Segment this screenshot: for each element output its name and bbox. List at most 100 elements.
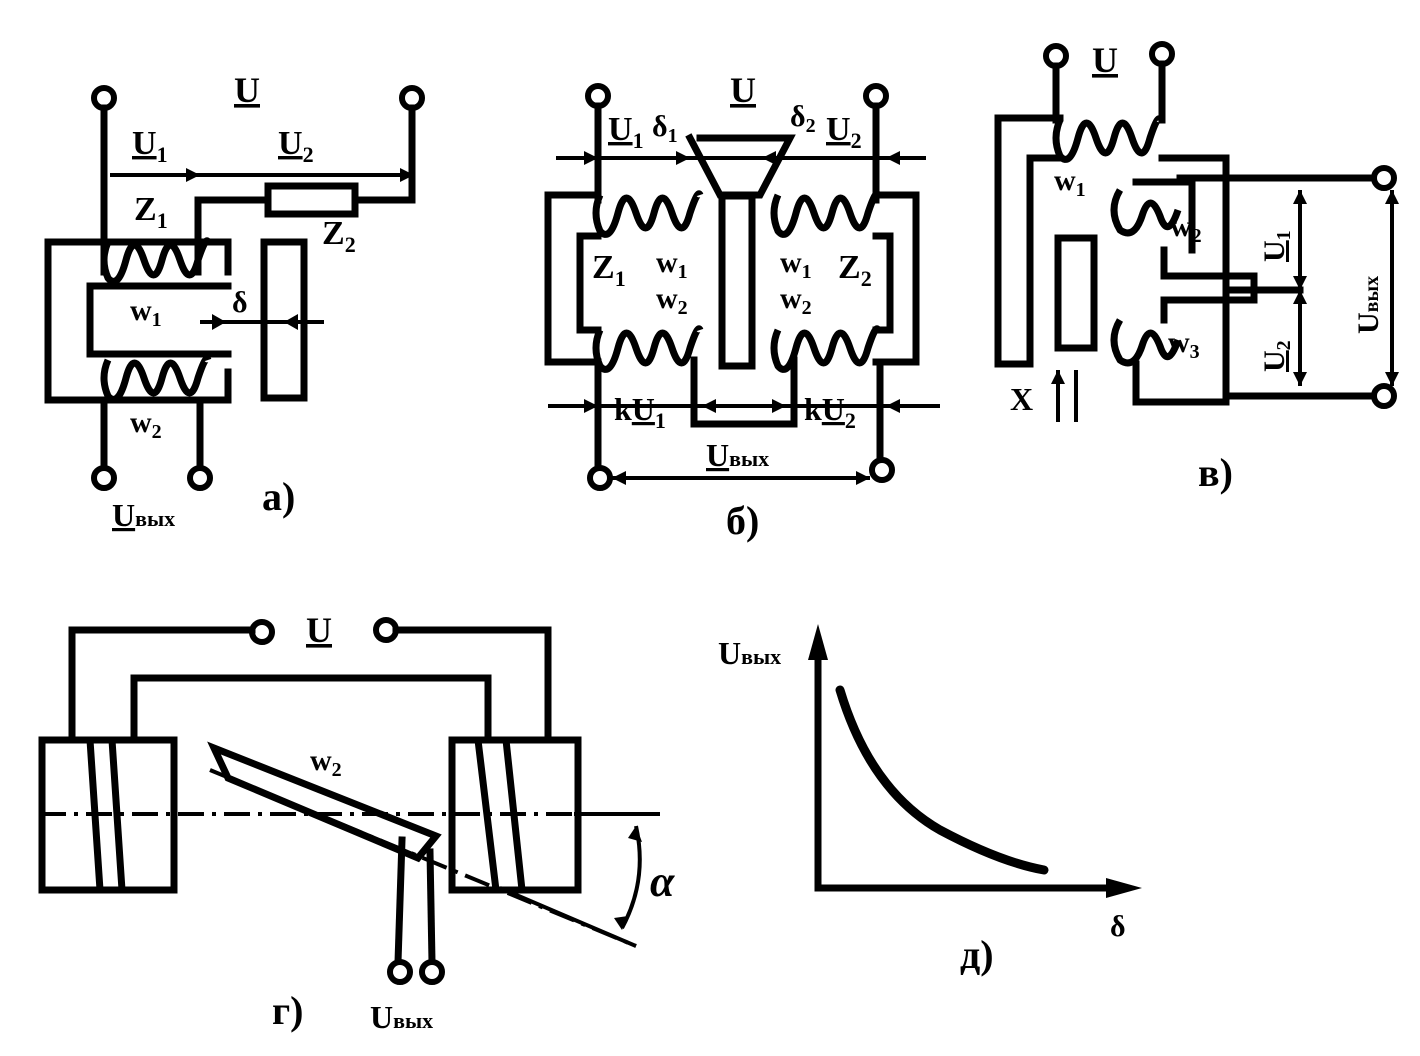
core-v: [994, 114, 1064, 368]
arrow-head: [1385, 190, 1399, 204]
label-panel-v: в): [1198, 450, 1233, 495]
arrow-head: [676, 151, 690, 165]
arrow-head: [886, 399, 900, 413]
plunger-v: [1054, 234, 1098, 352]
wire: [68, 626, 256, 744]
label-u1: U1: [132, 125, 168, 167]
armature-top: [685, 133, 796, 199]
arrow-head: [1293, 190, 1307, 204]
label-w1: w1: [1054, 164, 1086, 201]
terminal-b-out1: [587, 465, 613, 491]
arrow-head: [400, 168, 414, 182]
label-z2: Z2: [322, 215, 356, 257]
arrow-head: [186, 168, 200, 182]
coil-b-w2-right: [770, 325, 882, 373]
core-b-right-inner: [872, 232, 894, 334]
panel-d: Uвых δ д): [718, 624, 1142, 977]
armature-b: [718, 192, 756, 370]
terminal-a-out2: [187, 465, 213, 491]
panel-g: U w2 α Uвых г): [38, 610, 675, 1035]
wire: [690, 356, 798, 428]
arrow-head: [628, 826, 642, 842]
impedance-z2: [264, 182, 359, 218]
arrow-head: [702, 399, 716, 413]
label-uout: Uвых: [370, 999, 433, 1035]
terminal-v-out1: [1371, 165, 1397, 191]
coil-v-w1: [1052, 115, 1164, 163]
terminal-v-out2: [1371, 383, 1397, 409]
arrow-head: [614, 916, 628, 930]
label-u2: U2: [278, 125, 314, 167]
label-xlabel: δ: [1110, 910, 1126, 943]
arrow-head: [1293, 290, 1307, 304]
core-b-left-inner: [576, 232, 602, 334]
label-w2-right: w2: [780, 282, 812, 319]
arrow-head: [1385, 372, 1399, 386]
label-delta1: δ1: [652, 110, 678, 147]
label-u1: U1: [1258, 230, 1295, 262]
core-a-inner: [86, 282, 232, 358]
label-w1-right: w1: [780, 246, 812, 283]
terminal-g-out2: [419, 959, 445, 985]
label-alpha: α: [650, 857, 675, 906]
label-u2: U2: [826, 111, 862, 153]
panel-a: U U1 U2 Z1 Z2 w1 δ w2 Uвых а): [44, 70, 425, 533]
arrow-head: [762, 151, 776, 165]
panel-b: U U1 δ1 δ2 U2 Z1 w1 w1 Z2 w2 w2 kU1 kU2 …: [544, 70, 940, 543]
coil-v-w2: [1110, 188, 1182, 237]
curve-uout-vs-delta: [835, 685, 1049, 875]
core-v-right: [1132, 154, 1230, 406]
arrow-head: [1051, 370, 1065, 384]
label-u: U: [234, 70, 260, 110]
coil-b-w1-right: [770, 190, 882, 238]
terminal-a-out1: [91, 465, 117, 491]
arrow-head: [1293, 276, 1307, 290]
angle-arc: [620, 825, 642, 929]
arrow-head: [212, 314, 226, 330]
label-uout: Uвых: [706, 437, 769, 473]
label-u1: U1: [608, 111, 644, 153]
terminal-b-out2: [869, 457, 895, 483]
arrow-head: [856, 471, 870, 485]
wire: [351, 104, 416, 204]
core-a: [44, 238, 232, 404]
label-u2: U2: [1258, 340, 1295, 372]
label-panel-b: б): [726, 498, 759, 543]
label-w1: w1: [130, 294, 162, 331]
coil-b-w2-left: [592, 325, 704, 373]
arrow-head: [772, 399, 786, 413]
label-ylabel: Uвых: [718, 635, 781, 671]
label-w2-left: w2: [656, 282, 688, 319]
core-b-right: [872, 191, 920, 366]
wire: [194, 196, 272, 276]
rotor-coil-w2: [207, 741, 442, 863]
arrow-head: [612, 471, 626, 485]
label-u: U: [730, 70, 756, 110]
arrow-head: [584, 399, 598, 413]
label-uout: Uвых: [112, 497, 175, 533]
label-delta2: δ2: [790, 100, 816, 137]
rotor-axis-end: [499, 886, 637, 948]
arrow-head: [1293, 372, 1307, 386]
label-w3: w3: [1168, 326, 1200, 363]
panel-v: U w1 w2 w3 X U1 U2 Uвых в): [994, 40, 1399, 495]
label-u: U: [1092, 40, 1118, 80]
x-axis-arrow: [1106, 878, 1142, 898]
wire: [394, 836, 406, 966]
label-z2: Z2: [838, 249, 872, 291]
label-uout: Uвых: [1352, 276, 1385, 334]
label-ku2: kU2: [804, 391, 856, 433]
wire: [392, 626, 552, 744]
label-w2: w2: [130, 406, 162, 443]
coil-w1: [100, 237, 212, 285]
label-panel-g: г): [272, 988, 303, 1033]
label-panel-d: д): [960, 932, 994, 977]
label-z1: Z1: [592, 249, 626, 291]
label-z1: Z1: [134, 191, 168, 233]
y-axis-arrow: [808, 624, 828, 660]
coil-b-w1-left: [592, 190, 704, 238]
arrow-head: [584, 151, 598, 165]
coil-v-w3: [1110, 318, 1182, 367]
core-b-left: [544, 191, 602, 366]
